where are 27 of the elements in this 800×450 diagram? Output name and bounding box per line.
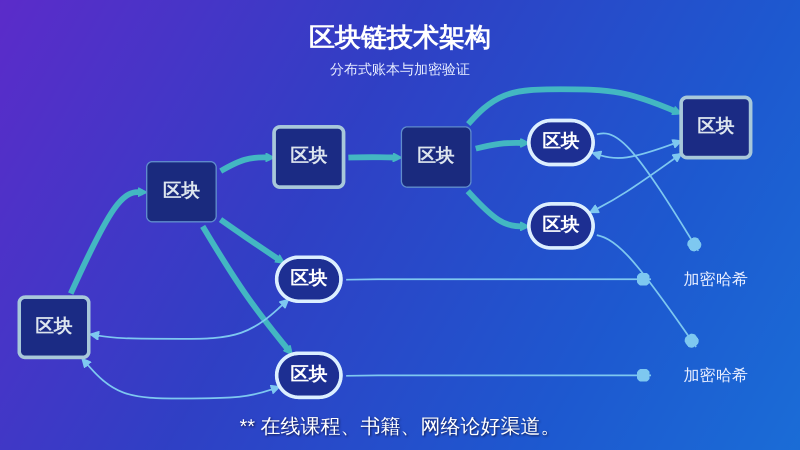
hash-text: 加密哈希 <box>683 268 748 288</box>
overlay-note: ** 在线课程、书籍、网络论好渠道。 <box>239 415 561 440</box>
connector-line <box>89 298 290 340</box>
flow-arrow <box>68 186 148 294</box>
connector-line <box>81 357 280 399</box>
diagram-title: 区块链技术架构 <box>309 22 491 54</box>
block-node: 区块 <box>146 160 217 222</box>
flow-arrow <box>346 152 402 162</box>
block-pill: 区块 <box>274 351 343 399</box>
block-node: 区块 <box>18 295 90 359</box>
block-pill: 区块 <box>527 202 595 250</box>
flow-arrow <box>466 188 530 232</box>
block-pill: 区块 <box>527 118 595 166</box>
block-node: 区块 <box>272 124 346 188</box>
subtitle: 分布式账本与加密验证 <box>330 61 470 80</box>
block-pill: 区块 <box>274 255 343 303</box>
connector-line <box>588 152 682 213</box>
connector-line <box>346 368 652 382</box>
flow-arrow <box>218 216 286 264</box>
connector-line <box>346 272 652 286</box>
flow-arrow <box>200 224 293 356</box>
hash-text: 加密哈希 <box>683 365 748 384</box>
block-node: 区块 <box>679 95 752 159</box>
flow-arrow <box>473 137 530 152</box>
connector-line <box>596 234 699 348</box>
connector-line <box>596 132 702 251</box>
block-node: 区块 <box>400 126 472 188</box>
